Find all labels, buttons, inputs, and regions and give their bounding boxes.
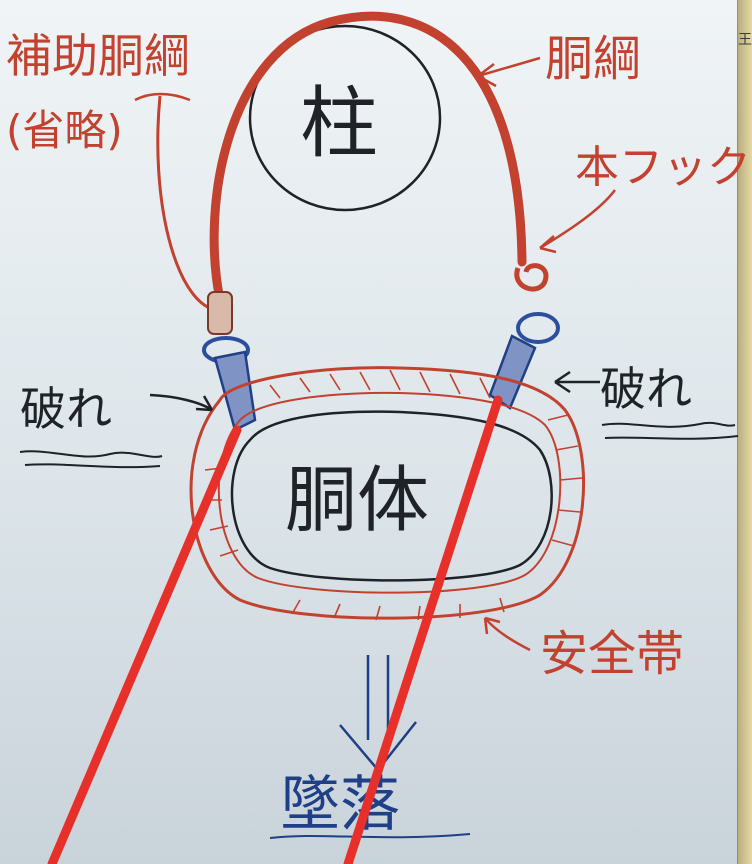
fall-arrow [339,655,417,772]
pillar-label: 柱 [300,79,378,169]
main-lanyard-loop [209,11,527,305]
harness-hatching [204,369,583,621]
overlay-red-line-right [343,395,503,864]
aux-lanyard-note: (省略) [6,106,123,155]
harness-arrow [483,616,531,652]
tear-left-arrow [149,393,214,412]
main-lanyard-label: 胴綱 [545,31,641,87]
main-hook-arrow [539,189,616,254]
tear-right-label: 破れ [600,362,692,416]
main-hook-label: 本フック [575,142,751,193]
main-hook [514,263,549,292]
fall-label: 墜落 [280,770,400,840]
edge-mark: 王 [738,32,752,48]
pillar-circle [248,24,442,212]
harness-outer [189,366,586,620]
harness-inner [217,391,562,594]
tear-right-underline [601,421,739,440]
body-outline [230,410,553,582]
left-buckle [202,291,257,432]
tear-right-arrow [554,370,600,394]
aux-lanyard-line [156,95,216,312]
main-lanyard-arrow [477,56,541,88]
tear-left-label: 破れ [20,382,112,436]
aux-lanyard-label: 補助胴綱 [6,29,190,83]
tear-left-underline [19,450,163,469]
body-label: 胴体 [285,458,429,542]
board-edge-strip [737,0,752,864]
overlay-red-line-left [47,425,242,864]
harness-label: 安全帯 [540,626,684,682]
aux-lanyard-curl [134,92,191,102]
